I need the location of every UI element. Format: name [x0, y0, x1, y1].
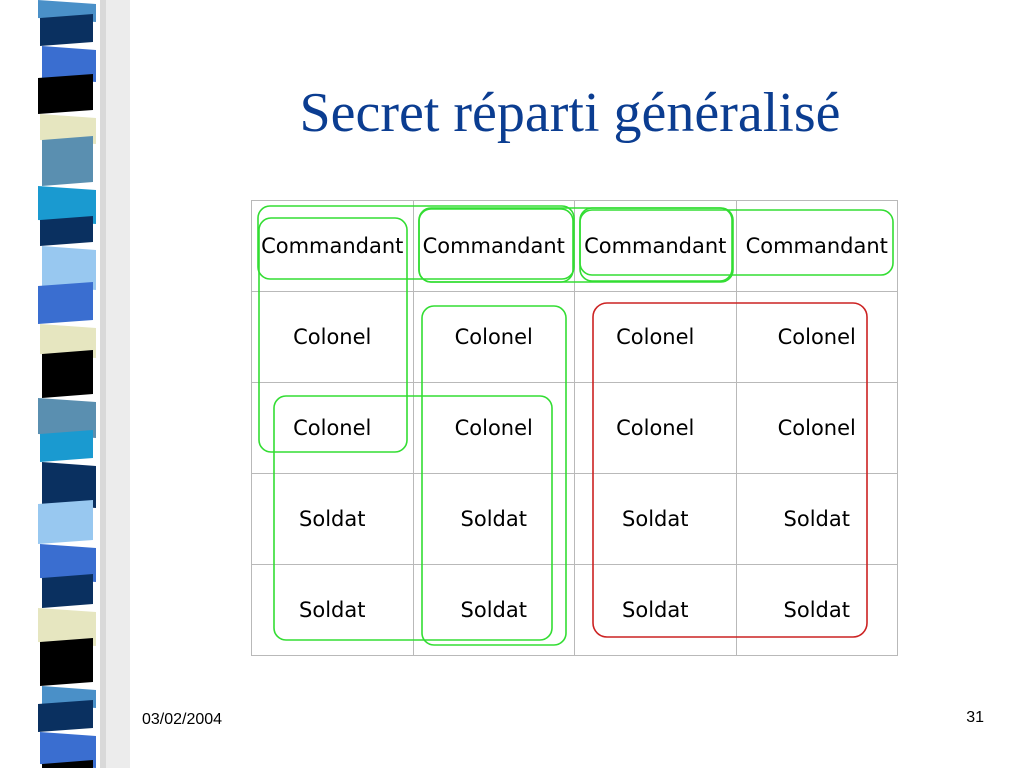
table-cell: Colonel — [412, 291, 575, 383]
decorative-stripe — [42, 136, 93, 186]
table-cell: Colonel — [251, 382, 414, 474]
decorative-stripe — [42, 246, 96, 290]
table-cell: Colonel — [735, 291, 898, 383]
table-cell: Soldat — [574, 473, 737, 565]
decorative-side-band — [38, 0, 130, 768]
table-cell: Colonel — [574, 291, 737, 383]
footer-date: 03/02/2004 — [142, 711, 223, 728]
table-cell: Colonel — [412, 382, 575, 474]
table-cell: Colonel — [574, 382, 737, 474]
table-cell: Soldat — [574, 564, 737, 656]
decorative-stripe — [40, 544, 96, 582]
decorative-stripe — [38, 608, 96, 646]
decorative-stripe — [42, 350, 93, 398]
table-cell: Colonel — [251, 291, 414, 383]
table-cell: Soldat — [412, 473, 575, 565]
decorative-stripe — [40, 732, 96, 768]
decorative-stripe — [38, 74, 93, 114]
decorative-stripe — [38, 186, 96, 224]
decorative-stripe — [38, 700, 93, 732]
slide-title: Secret réparti généralisé — [299, 82, 841, 144]
decorative-stripe — [40, 638, 93, 686]
decorative-stripe — [42, 760, 93, 768]
page-number: 31 — [966, 709, 984, 726]
decorative-stripe — [40, 114, 96, 144]
table-cell: Commandant — [574, 200, 737, 292]
decorative-stripe — [38, 282, 93, 324]
decorative-stripe — [40, 14, 93, 46]
decorative-stripe — [42, 46, 96, 82]
table-cell: Soldat — [735, 473, 898, 565]
table-cell: Soldat — [251, 564, 414, 656]
decorative-stripe — [40, 430, 93, 462]
decorative-stripe — [40, 216, 93, 246]
decorative-stripe — [40, 324, 96, 358]
table-cell: Soldat — [412, 564, 575, 656]
table-cell: Colonel — [735, 382, 898, 474]
table-cell: Commandant — [251, 200, 414, 292]
table-cell: Commandant — [735, 200, 898, 292]
decorative-stripe — [42, 574, 93, 608]
table-cell: Soldat — [735, 564, 898, 656]
table-cell: Soldat — [251, 473, 414, 565]
decorative-stripe — [38, 398, 96, 438]
decorative-stripe — [38, 500, 93, 544]
decorative-stripe — [42, 462, 96, 508]
table-cell: Commandant — [412, 200, 575, 292]
